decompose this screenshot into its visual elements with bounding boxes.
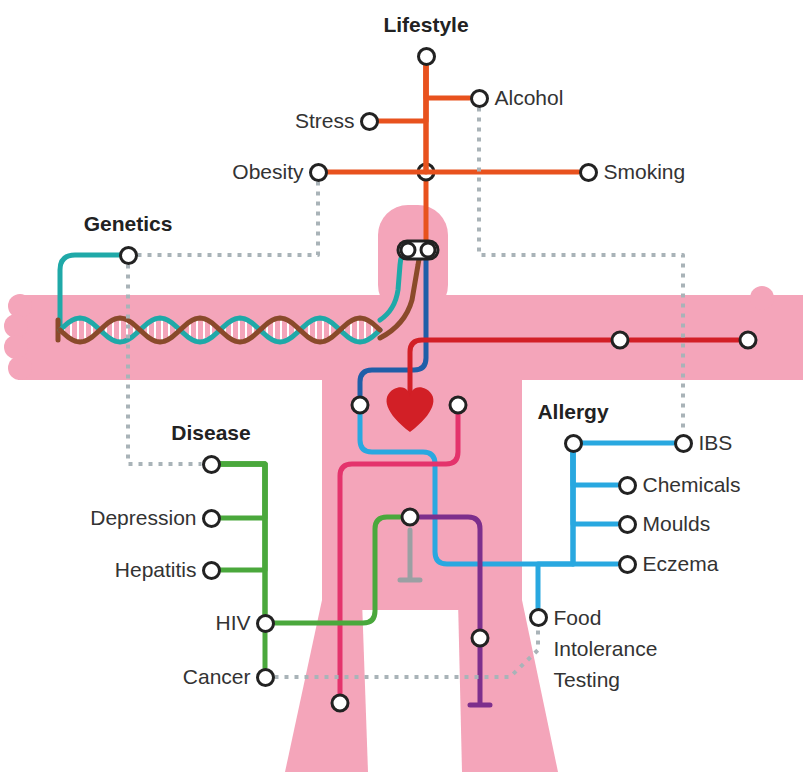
station-label: Hepatitis	[115, 557, 197, 583]
line-heading: Allergy	[537, 399, 608, 425]
finger	[4, 314, 28, 338]
grey-terminus	[400, 530, 420, 580]
station: Hepatitis	[202, 561, 221, 580]
helix-strand	[60, 318, 380, 342]
helix-rung	[119, 318, 121, 342]
helix-strand	[60, 318, 380, 342]
helix-rung	[161, 318, 163, 342]
line-heading: Genetics	[84, 211, 173, 237]
metro-line	[221, 464, 266, 518]
station: Stress	[360, 112, 379, 131]
interchange	[398, 241, 438, 259]
left-leg	[285, 600, 368, 772]
station: HIV	[256, 614, 275, 633]
station-label: Alcohol	[495, 85, 564, 111]
metro-line	[573, 453, 618, 486]
helix-rung	[357, 318, 359, 342]
metro-line	[221, 464, 266, 570]
station	[401, 243, 415, 257]
unlabeled-stations	[332, 164, 756, 711]
station: Food Intolerance Testing	[529, 608, 548, 627]
brown-line	[58, 250, 426, 340]
pink-line	[340, 405, 458, 703]
station: Depression	[202, 509, 221, 528]
red-line	[410, 340, 748, 395]
helix-rung	[238, 318, 240, 342]
station	[402, 509, 418, 525]
station: Moulds	[618, 515, 637, 534]
helix-rung	[84, 319, 86, 341]
metro-line	[573, 453, 618, 525]
helix-rung	[315, 319, 317, 342]
metro-line	[221, 464, 266, 668]
helix-rung	[203, 319, 205, 342]
station: Alcohol	[470, 89, 489, 108]
station: Chemicals	[618, 476, 637, 495]
heart	[387, 387, 434, 432]
finger	[8, 356, 32, 380]
right-leg	[458, 600, 558, 772]
station	[352, 397, 368, 413]
station-label: Food Intolerance Testing	[554, 602, 672, 695]
metro-line	[426, 66, 579, 173]
station: Lifestyle	[417, 47, 436, 66]
metro-line	[538, 453, 573, 608]
metro-line	[379, 66, 427, 122]
station-label: Stress	[295, 108, 355, 134]
station: Genetics	[119, 246, 138, 265]
station-label: Cancer	[183, 664, 251, 690]
finger	[8, 294, 32, 318]
station-label: Obesity	[232, 159, 303, 185]
helix-rung	[196, 318, 198, 341]
helix-rung	[364, 319, 366, 341]
helix-rung	[273, 319, 275, 340]
station	[421, 243, 435, 257]
station: Obesity	[309, 163, 328, 182]
body-silhouette	[4, 205, 803, 772]
station-label: Moulds	[643, 511, 711, 537]
station	[332, 695, 348, 711]
line-heading: Lifestyle	[383, 12, 468, 38]
station: Disease	[202, 455, 221, 474]
station-label: Depression	[90, 505, 196, 531]
dotted-link	[275, 627, 539, 678]
dna-helix	[60, 318, 380, 342]
dotted-link	[479, 108, 683, 434]
station-label: IBS	[699, 430, 733, 456]
station	[472, 630, 488, 646]
helix-rung	[154, 319, 156, 341]
metro-line	[426, 66, 470, 99]
metro-line	[573, 453, 618, 565]
finger	[4, 335, 28, 359]
torso	[322, 370, 522, 610]
helix-rung	[245, 319, 247, 340]
helix-rung	[322, 318, 324, 341]
station-label: Smoking	[604, 159, 686, 185]
station: Allergy	[564, 434, 583, 453]
thumb	[750, 286, 774, 310]
station: Smoking	[579, 163, 598, 182]
station	[612, 332, 628, 348]
station: Eczema	[618, 555, 637, 574]
line-heading: Disease	[171, 420, 250, 446]
green-branch	[265, 517, 410, 623]
helix-rung	[280, 318, 282, 342]
metro-line	[221, 464, 266, 614]
station-label: Chemicals	[643, 472, 741, 498]
station: IBS	[674, 434, 693, 453]
lifestyle-trunk	[424, 172, 429, 250]
helix-rung	[77, 318, 79, 342]
metro-line	[583, 441, 674, 446]
station	[450, 397, 466, 413]
station-label: Eczema	[643, 551, 719, 577]
station: Cancer	[256, 668, 275, 687]
light-blue-line	[360, 405, 573, 564]
station-label: HIV	[215, 610, 250, 636]
station	[740, 332, 756, 348]
